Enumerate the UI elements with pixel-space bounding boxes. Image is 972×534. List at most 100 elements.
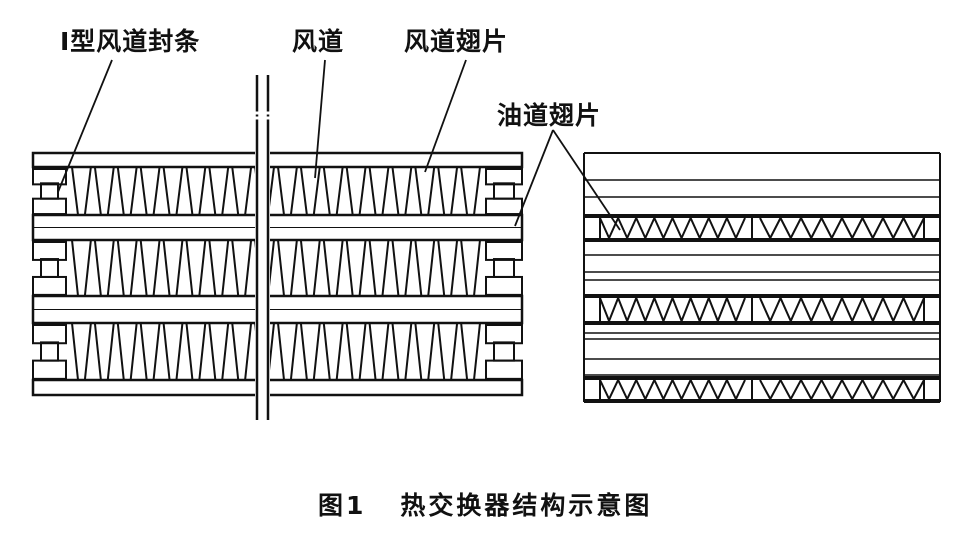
air-duct-seal-block xyxy=(485,197,523,216)
air-duct-seal-web xyxy=(493,258,515,278)
air-fin xyxy=(322,322,344,381)
air-fin xyxy=(231,166,253,216)
oil-duct-seal xyxy=(583,215,601,241)
air-duct-seal-block xyxy=(32,324,67,345)
air-fin xyxy=(231,239,253,297)
air-fin xyxy=(299,166,321,216)
oil-duct-seal xyxy=(583,295,601,324)
air-duct-seal-block xyxy=(32,197,67,216)
air-fin xyxy=(299,322,321,381)
air-fin xyxy=(93,166,115,216)
air-fin xyxy=(162,322,184,381)
air-fin xyxy=(368,322,390,381)
oil-fin xyxy=(759,377,925,402)
air-duct-seal-block xyxy=(32,275,67,296)
air-duct-seal-block xyxy=(485,241,523,261)
air-fin xyxy=(299,239,321,297)
air-duct-seal-block xyxy=(32,359,67,380)
oil-side-section xyxy=(583,152,941,403)
figure-title: 热交换器结构示意图 xyxy=(400,491,653,520)
oil-duct-seal xyxy=(923,215,941,241)
air-fin xyxy=(460,166,481,216)
air-fin xyxy=(93,239,115,297)
air-fin xyxy=(437,322,459,381)
air-duct-seal-web xyxy=(40,182,59,200)
oil-fin xyxy=(599,295,746,324)
air-fin xyxy=(460,239,481,297)
air-fin xyxy=(322,166,344,216)
air-side-plate xyxy=(31,378,524,397)
label-oil-fin: 油道翅片 xyxy=(497,101,602,130)
air-fin xyxy=(414,239,436,297)
leader-line xyxy=(314,59,326,179)
air-fin xyxy=(368,239,390,297)
leader-line xyxy=(57,59,113,193)
oil-fin xyxy=(759,295,925,324)
air-fin xyxy=(277,322,298,381)
air-fin xyxy=(185,166,207,216)
air-duct-seal-web xyxy=(493,182,515,200)
air-duct-seal-block xyxy=(485,275,523,296)
air-fin xyxy=(116,322,138,381)
air-fin xyxy=(93,322,115,381)
air-fin xyxy=(460,322,481,381)
air-fin xyxy=(437,239,459,297)
air-fin xyxy=(414,166,436,216)
label-air-fin: 风道翅片 xyxy=(404,27,509,56)
air-duct-seal-block xyxy=(485,359,523,380)
air-fin xyxy=(208,166,230,216)
air-fin xyxy=(277,166,298,216)
air-fin xyxy=(208,322,230,381)
figure-caption: 图1 热交换器结构示意图 xyxy=(318,486,652,522)
leader-line xyxy=(514,129,554,227)
air-fin xyxy=(391,322,413,381)
air-fin xyxy=(71,239,92,297)
oil-fin xyxy=(599,215,746,241)
air-fin xyxy=(185,239,207,297)
air-duct-seal-web xyxy=(40,258,59,278)
leader-line xyxy=(424,59,467,173)
label-air-duct: 风道 xyxy=(292,27,345,56)
air-fin xyxy=(391,239,413,297)
air-duct-seal-block xyxy=(32,168,67,186)
air-fin xyxy=(208,239,230,297)
label-air-duct-seal: I型风道封条 xyxy=(60,27,201,56)
leader-line xyxy=(552,129,621,231)
air-fin xyxy=(116,166,138,216)
air-fin xyxy=(231,322,253,381)
oil-duct-seal xyxy=(923,377,941,402)
air-fin xyxy=(71,166,92,216)
air-duct-seal-web xyxy=(40,341,59,362)
air-fin xyxy=(437,166,459,216)
air-fin xyxy=(185,322,207,381)
air-fin xyxy=(345,166,367,216)
air-fin xyxy=(345,322,367,381)
air-duct-seal-block xyxy=(485,324,523,345)
air-fin xyxy=(345,239,367,297)
air-fin xyxy=(139,239,161,297)
air-fin xyxy=(116,239,138,297)
leader-lines xyxy=(57,59,621,231)
air-fin xyxy=(139,166,161,216)
air-fin xyxy=(139,322,161,381)
air-fin xyxy=(414,322,436,381)
oil-fin xyxy=(759,215,925,241)
oil-duct-seal xyxy=(583,377,601,402)
air-duct-seal-web xyxy=(493,341,515,362)
air-duct-seal-block xyxy=(485,168,523,186)
air-side-section xyxy=(31,75,524,420)
oil-fin xyxy=(599,377,746,402)
air-fin xyxy=(162,166,184,216)
air-duct-seal-block xyxy=(32,241,67,261)
air-fin xyxy=(162,239,184,297)
air-fin xyxy=(391,166,413,216)
break-gap xyxy=(255,75,270,420)
air-fin xyxy=(322,239,344,297)
air-fin xyxy=(277,239,298,297)
air-fin xyxy=(368,166,390,216)
figure-number: 图1 xyxy=(318,491,367,520)
air-fin xyxy=(71,322,92,381)
oil-duct-seal xyxy=(923,295,941,324)
